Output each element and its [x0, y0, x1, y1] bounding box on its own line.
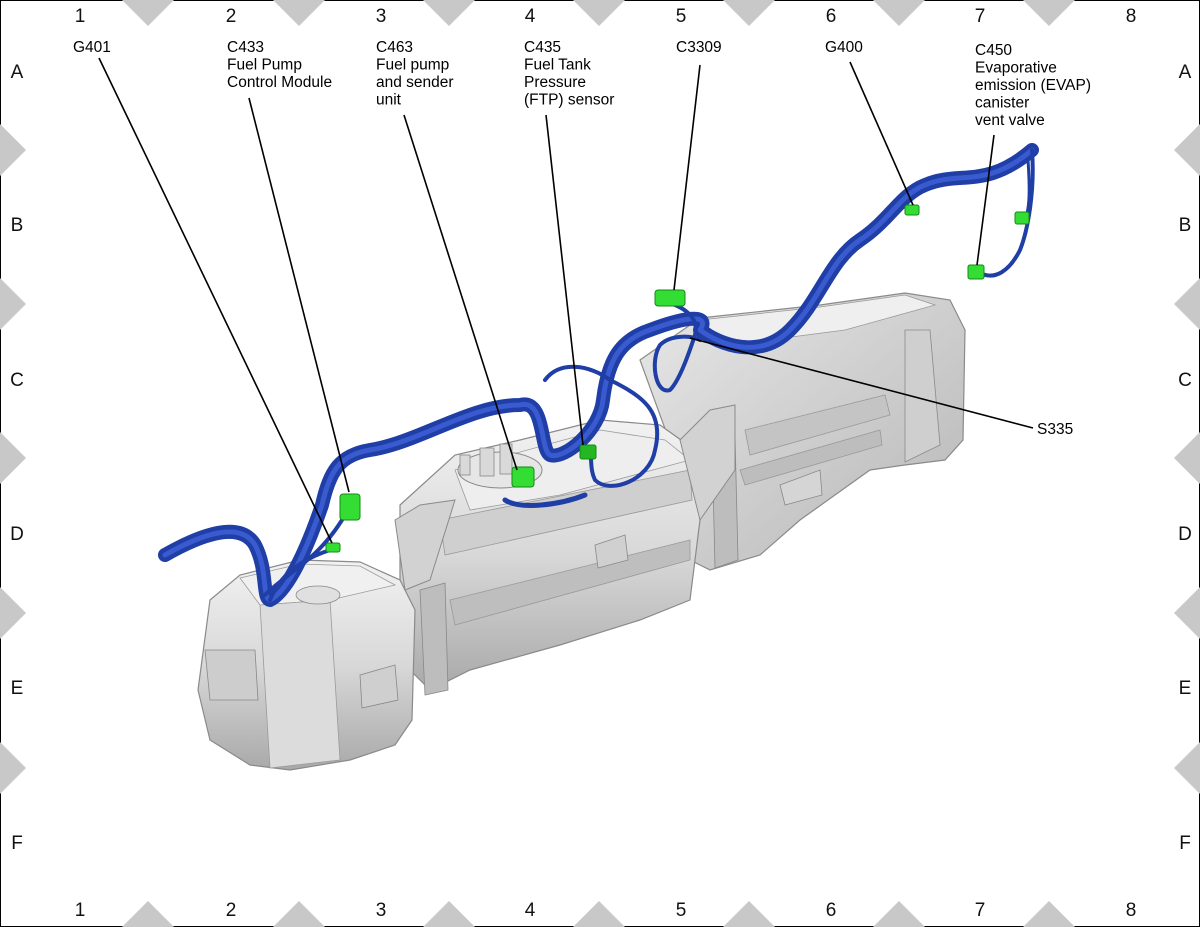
row-label-left: B: [11, 215, 24, 236]
column-label-bottom: 8: [1126, 900, 1137, 921]
callout-line: C433: [227, 39, 264, 56]
column-label-bottom: 1: [75, 900, 86, 921]
row-labels-right: A B C D E F: [1178, 62, 1192, 854]
callout-line: vent valve: [975, 112, 1045, 129]
connector-c450: [967, 264, 985, 280]
top-edge-markers: [122, 0, 1075, 26]
column-label-top: 2: [226, 6, 237, 27]
callout-line: G400: [825, 39, 863, 56]
column-label-top: 6: [826, 6, 837, 27]
column-label-top: 7: [975, 6, 986, 27]
row-label-left: D: [10, 524, 24, 545]
column-labels-bottom: 1 2 3 4 5 6 7 8: [75, 900, 1137, 921]
row-label-right: B: [1179, 215, 1192, 236]
callout-c3309: C3309: [676, 39, 722, 56]
column-labels-top: 1 2 3 4 5 6 7 8: [75, 6, 1137, 27]
column-label-bottom: 3: [376, 900, 387, 921]
connector-g400: [904, 204, 920, 216]
callout-line: Fuel Pump: [227, 57, 302, 74]
callout-line: and sender: [376, 74, 454, 91]
row-label-right: A: [1179, 62, 1192, 83]
leader-s335: [689, 337, 1034, 429]
callout-g401: G401: [73, 39, 111, 56]
leader-c463: [403, 114, 518, 471]
bottom-edge-markers: [122, 901, 1075, 927]
column-label-bottom: 6: [826, 900, 837, 921]
column-label-top: 8: [1126, 6, 1137, 27]
column-label-bottom: 4: [525, 900, 536, 921]
leader-c435: [545, 114, 584, 446]
connectors: [325, 204, 1030, 553]
leader-lines: [98, 57, 1034, 544]
callout-s335: S335: [1037, 421, 1073, 438]
row-label-left: F: [11, 833, 23, 854]
row-label-right: C: [1178, 370, 1192, 391]
connector-c433: [339, 493, 361, 521]
callout-line: Fuel pump: [376, 57, 449, 74]
leader-c450: [976, 134, 995, 266]
callout-line: C3309: [676, 39, 722, 56]
callout-g400: G400: [825, 39, 863, 56]
callout-line: Evaporative: [975, 60, 1057, 77]
callout-line: Control Module: [227, 74, 332, 91]
row-label-right: D: [1178, 524, 1192, 545]
leader-g400: [849, 61, 914, 206]
right-edge-markers: [1174, 124, 1200, 794]
callout-line: unit: [376, 92, 402, 109]
row-label-right: E: [1179, 678, 1192, 699]
column-label-top: 5: [676, 6, 687, 27]
callout-line: canister: [975, 95, 1029, 112]
callout-line: C450: [975, 42, 1012, 59]
column-label-bottom: 5: [676, 900, 687, 921]
callout-line: (FTP) sensor: [524, 92, 614, 109]
callout-line: G401: [73, 39, 111, 56]
column-label-top: 3: [376, 6, 387, 27]
callout-line: S335: [1037, 421, 1073, 438]
row-label-left: C: [10, 370, 24, 391]
connector-g401: [325, 542, 341, 553]
connector-c463: [511, 466, 535, 488]
callout-line: Pressure: [524, 74, 586, 91]
left-edge-markers: [0, 124, 26, 794]
leader-c3309: [673, 64, 701, 291]
row-labels-left: A B C D E F: [10, 62, 24, 854]
column-label-bottom: 2: [226, 900, 237, 921]
callout-line: C463: [376, 39, 413, 56]
connector-c3309: [654, 289, 686, 307]
leader-g401: [98, 57, 333, 544]
callout-line: Fuel Tank: [524, 57, 591, 74]
wiring-harness: [158, 143, 1039, 607]
callout-line: C435: [524, 39, 561, 56]
column-label-top: 1: [75, 6, 86, 27]
column-label-top: 4: [525, 6, 536, 27]
callout-line: emission (EVAP): [975, 77, 1091, 94]
row-label-left: A: [11, 62, 24, 83]
connector-evap-inline: [1014, 211, 1030, 225]
column-label-bottom: 7: [975, 900, 986, 921]
connector-c435: [579, 444, 597, 460]
leader-c433: [248, 97, 350, 493]
row-label-right: F: [1179, 833, 1191, 854]
fuel-tank: [197, 292, 966, 771]
row-label-left: E: [11, 678, 24, 699]
